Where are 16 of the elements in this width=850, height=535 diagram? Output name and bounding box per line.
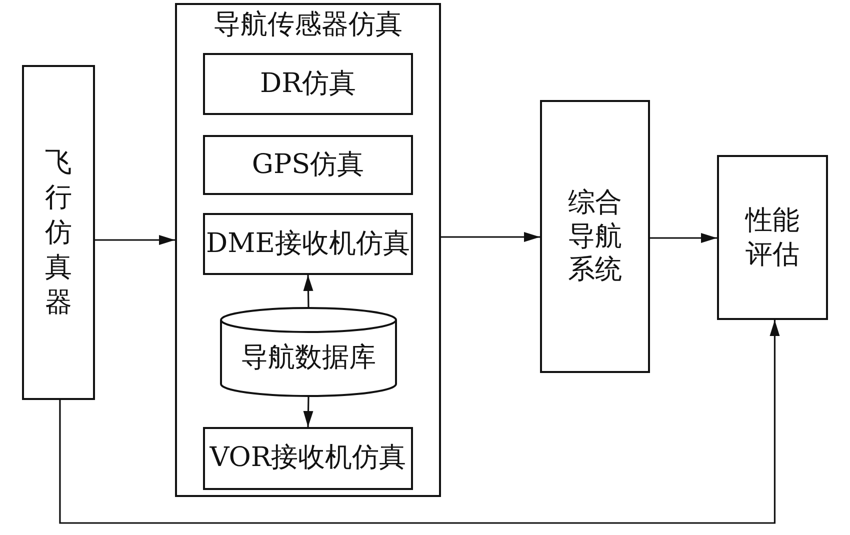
group-box — [175, 3, 441, 497]
arrow — [441, 232, 540, 242]
process-box: VOR接收机仿真 — [203, 427, 413, 490]
arrow — [95, 235, 175, 245]
process-box: 综合导航系统 — [540, 100, 650, 373]
process-box: DME接收机仿真 — [203, 213, 413, 275]
arrow — [303, 396, 314, 428]
cylinder-label: 导航数据库 — [240, 342, 377, 374]
arrow — [59, 320, 780, 524]
process-box: DR仿真 — [203, 53, 413, 115]
process-box: 性能评估 — [717, 155, 828, 320]
process-box: GPS仿真 — [203, 135, 413, 195]
process-box: 飞行仿真器 — [22, 65, 95, 400]
arrow — [303, 274, 314, 308]
arrow — [650, 233, 717, 243]
box-title: 导航传感器仿真 — [212, 9, 404, 42]
